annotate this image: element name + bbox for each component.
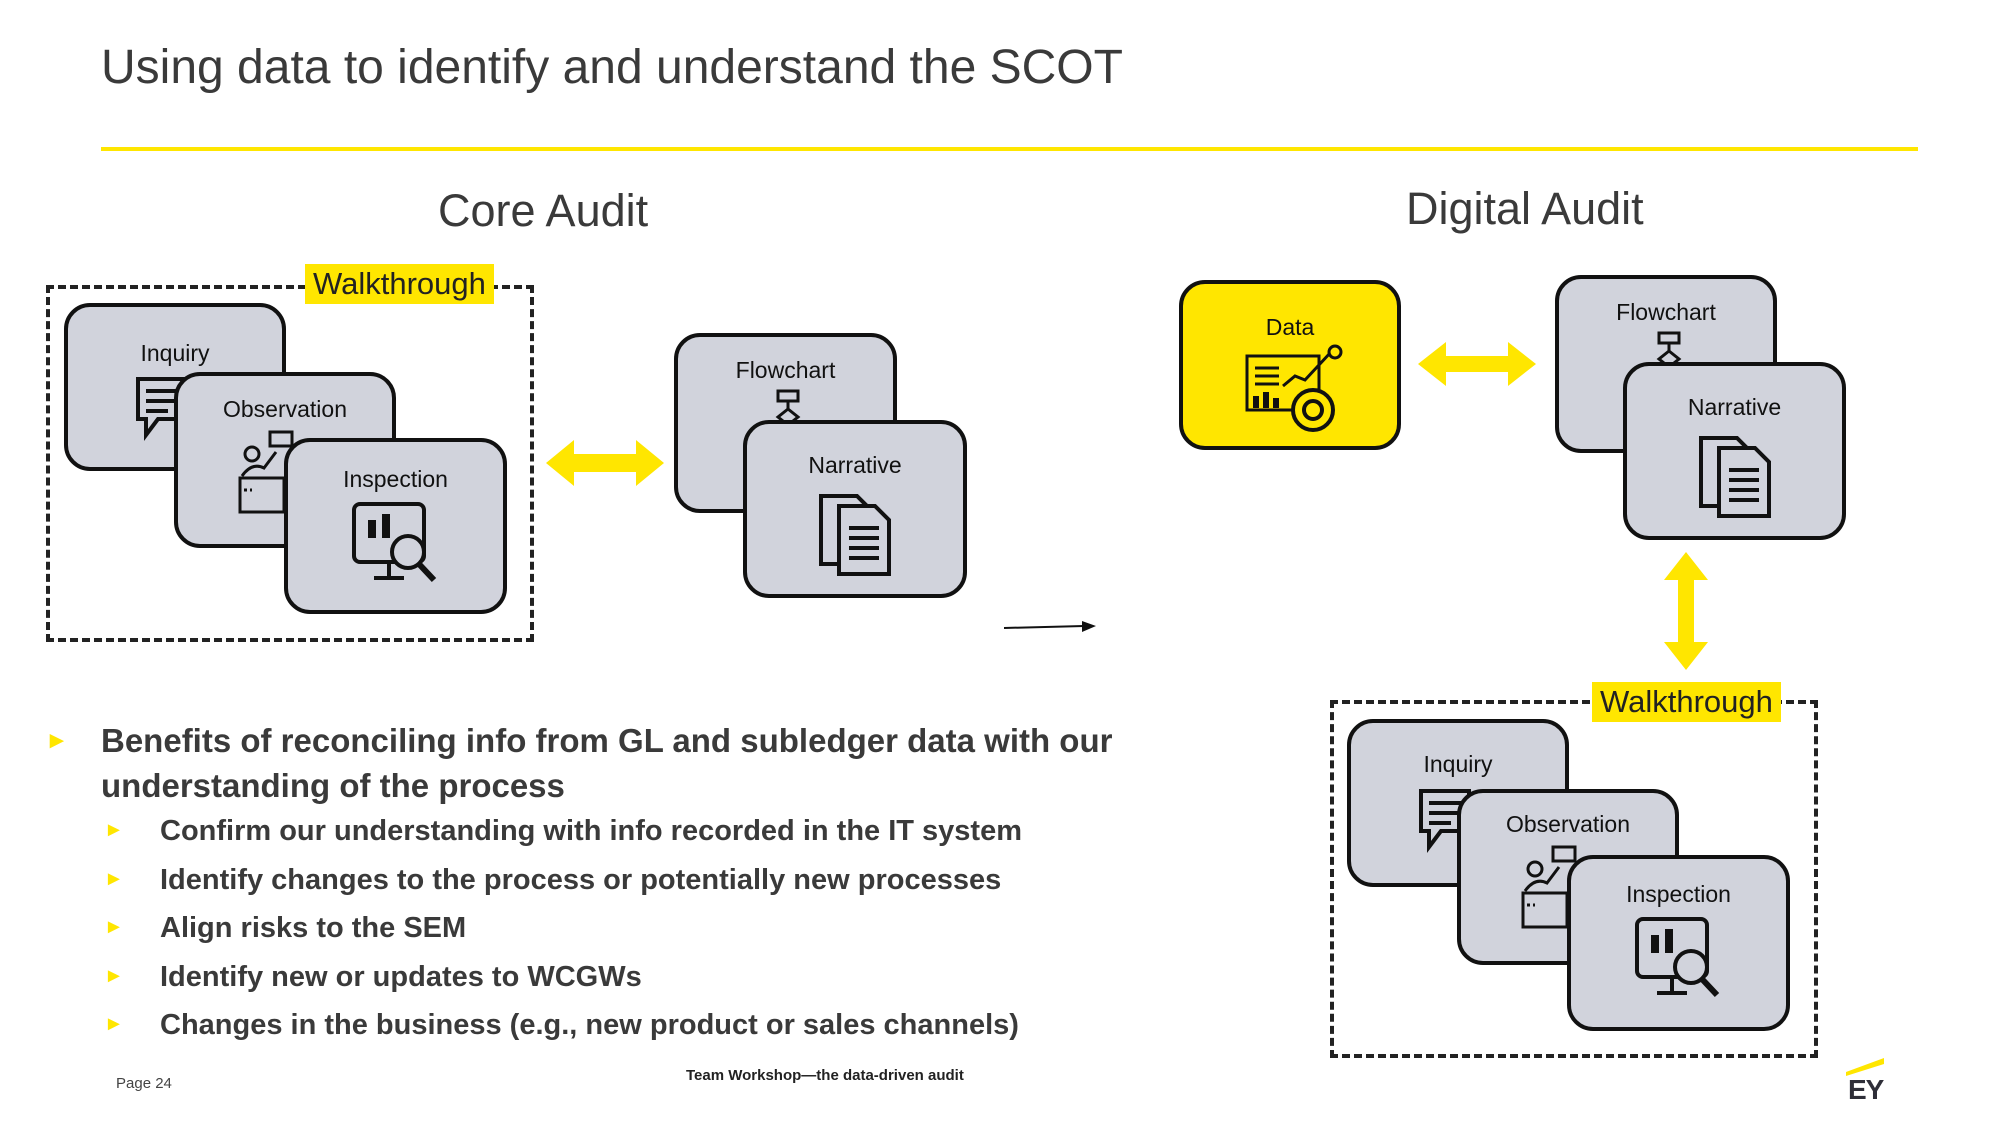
benefit-item-text: Changes in the business (e.g., new produ… (160, 1009, 1019, 1041)
ey-logo-icon (1846, 1058, 1884, 1076)
core-observation-label: Observation (222, 396, 347, 422)
digital-audit-heading: Digital Audit (1406, 183, 1644, 234)
benefit-item: ► Identify changes to the process or pot… (104, 864, 1002, 897)
core-inspection-label: Inspection (343, 466, 448, 492)
ey-logo: EY (1840, 1050, 1910, 1106)
benefit-item-text: Identify changes to the process or poten… (160, 864, 1002, 896)
digital-narrative-label: Narrative (1687, 394, 1782, 420)
bullet-marker-icon: ► (104, 1013, 124, 1035)
footer-title: Team Workshop—the data-driven audit (686, 1067, 964, 1084)
benefit-item-text: Confirm our understanding with info reco… (160, 815, 1022, 847)
page-title: Using data to identify and understand th… (101, 41, 1123, 94)
core-audit-heading: Core Audit (438, 185, 649, 236)
title-rule (101, 147, 1918, 151)
digital-flowchart-label: Flowchart (1616, 299, 1716, 325)
data-label: Data (1265, 314, 1315, 340)
core-walkthrough-label: Walkthrough (305, 264, 494, 304)
bullet-marker-icon: ► (104, 965, 124, 987)
core-inspection-card: Inspection (284, 438, 507, 614)
magnifier-screen-icon (352, 502, 437, 583)
core-narrative-card: Narrative (743, 420, 967, 598)
digital-walkthrough-label: Walkthrough (1592, 682, 1781, 722)
core-flowchart-label: Flowchart (735, 357, 836, 383)
bullet-marker-icon: ► (104, 868, 124, 890)
benefit-item: ► Confirm our understanding with info re… (104, 815, 1022, 848)
document-icon (819, 494, 891, 576)
benefit-item: ► Changes in the business (e.g., new pro… (104, 1009, 1019, 1042)
digital-inspection-label: Inspection (1626, 881, 1731, 907)
magnifier-screen-icon (1635, 917, 1720, 998)
page-number: Page 24 (116, 1075, 172, 1092)
benefit-item-text: Identify new or updates to WCGWs (160, 961, 642, 993)
document-icon (1699, 436, 1771, 518)
double-arrow-icon (546, 440, 664, 486)
benefit-item: ► Align risks to the SEM (104, 912, 467, 945)
benefits-heading: ► Benefits of reconciling info from GL a… (45, 718, 1121, 808)
right-arrow-icon (1004, 621, 1096, 632)
ey-logo-text: EY (1848, 1074, 1884, 1105)
core-narrative-label: Narrative (808, 452, 902, 478)
digital-narrative-card: Narrative (1623, 362, 1846, 540)
data-analytics-icon (1245, 344, 1343, 432)
core-inquiry-label: Inquiry (140, 340, 210, 366)
digital-walkthrough-frame (1330, 700, 1818, 1058)
bullet-marker-icon: ► (45, 727, 69, 754)
data-card: Data (1179, 280, 1401, 450)
digital-observation-label: Observation (1505, 811, 1630, 837)
double-arrow-icon (1418, 342, 1536, 386)
digital-inquiry-label: Inquiry (1423, 751, 1493, 777)
core-walkthrough-frame (46, 285, 534, 642)
vertical-double-arrow-icon (1664, 552, 1708, 670)
benefit-item: ► Identify new or updates to WCGWs (104, 961, 642, 994)
digital-inspection-card: Inspection (1567, 855, 1790, 1031)
bullet-marker-icon: ► (104, 819, 124, 841)
benefits-heading-text: Benefits of reconciling info from GL and… (101, 722, 1113, 804)
bullet-marker-icon: ► (104, 916, 124, 938)
benefit-item-text: Align risks to the SEM (160, 912, 467, 944)
